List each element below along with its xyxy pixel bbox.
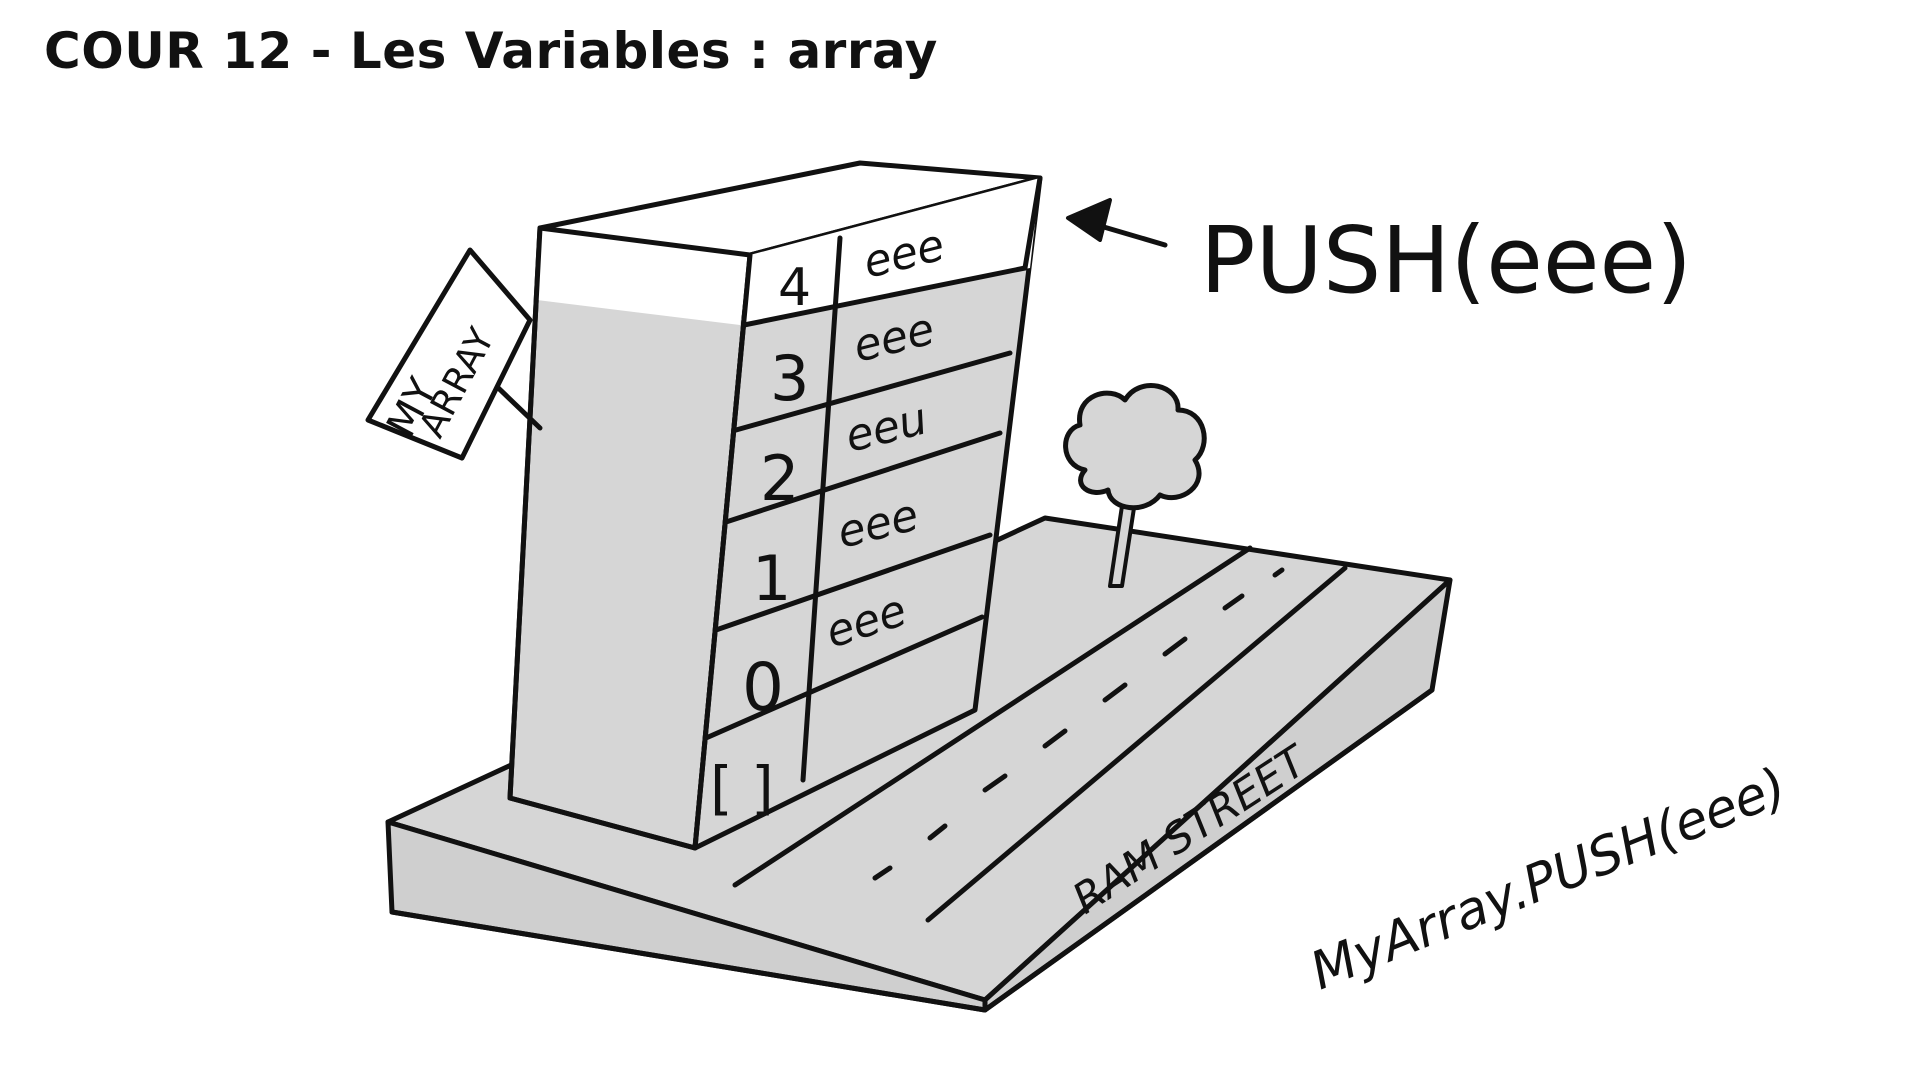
row-index-3: 3 [770, 342, 809, 415]
push-arrow [1066, 198, 1168, 248]
row-index-1: 1 [752, 542, 791, 615]
row-index-0: 0 [742, 649, 784, 726]
push-label: PUSH(eee) [1200, 207, 1692, 314]
row-index-4: 4 [778, 258, 811, 318]
road [732, 545, 1348, 923]
code-note: MyArray.PUSH(eee) [1302, 756, 1795, 1002]
road-center-dashes [872, 567, 1285, 881]
page-title: COUR 12 - Les Variables : array [44, 22, 938, 80]
array-building [507, 160, 1043, 851]
row-index-2: 2 [760, 442, 799, 515]
base-brackets: [ ] [710, 754, 774, 822]
tree [1063, 383, 1207, 588]
array-sign [365, 247, 543, 461]
